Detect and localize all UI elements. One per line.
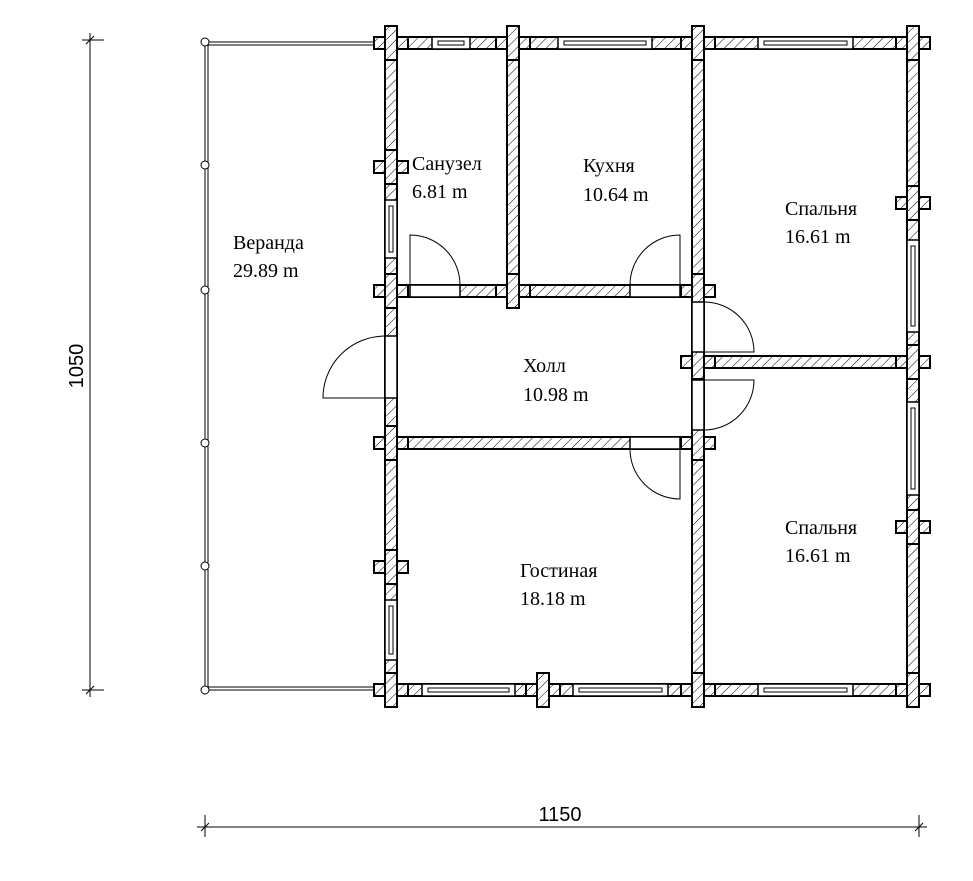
door-swing [629,234,681,286]
wall-joint-fill [908,522,918,532]
door-opening [629,436,681,450]
door-swing [322,335,386,399]
wall-joint-fill [908,357,918,367]
post-icon [200,438,210,448]
openings [384,36,920,697]
door-opening [384,335,398,399]
window-glass [427,687,510,693]
wall-joint-fill [908,685,918,695]
door-opening [691,301,705,353]
wall-joint-fill [386,685,396,695]
wall-joint-fill [386,162,396,172]
veranda-posts [200,37,210,695]
wall-joint-fill [538,685,548,695]
veranda-railing [204,41,385,691]
window-glass [388,605,394,655]
wall-joint-fill [508,286,518,296]
door-swing [629,448,681,500]
room-name-living: Гостиная [520,560,597,582]
post-icon [200,685,210,695]
post-icon [200,160,210,170]
room-area-kitchen: 10.64 m [583,184,649,206]
window-glass [763,687,848,693]
window-glass [763,40,848,46]
room-area-sanuzel: 6.81 m [412,181,468,203]
door-swing [703,379,755,431]
door-swing [409,234,461,286]
room-area-hall: 10.98 m [523,384,589,406]
window-glass [563,40,647,46]
dimension-horizontal [197,815,927,837]
window-glass [437,40,465,46]
dimension-width-label: 1150 [538,804,581,826]
post-icon [200,285,210,295]
room-name-veranda: Веранда [233,232,304,254]
wall-joints [373,25,931,708]
room-name-bedroom-2: Спальня [785,517,857,539]
wall-joint-fill [908,38,918,48]
wall-joint-fill [693,357,703,367]
wall-joint-fill [693,286,703,296]
window-glass [388,205,394,253]
room-name-kitchen: Кухня [583,155,635,177]
room-name-bedroom-1: Спальня [785,198,857,220]
wall [703,355,908,369]
wall-joint-fill [693,38,703,48]
room-area-bedroom-1: 16.61 m [785,226,851,248]
dimension-vertical [82,33,104,697]
post-icon [200,37,210,47]
dimension-height-label: 1050 [66,344,88,389]
window-glass [910,245,916,327]
wall-joint-fill [386,38,396,48]
room-name-hall: Холл [523,355,566,377]
room-area-veranda: 29.89 m [233,260,299,282]
walls [384,36,920,697]
room-area-bedroom-2: 16.61 m [785,545,851,567]
wall-joint-fill [693,685,703,695]
room-area-living: 18.18 m [520,588,586,610]
door-opening [409,284,461,298]
door-swings [322,234,755,500]
door-swing [703,301,755,353]
wall [506,48,520,292]
room-labels: Санузел 6.81 m Кухня 10.64 m Спальня 16.… [233,153,857,610]
wall-joint-fill [908,198,918,208]
door-opening [691,379,705,431]
door-opening [629,284,681,298]
post-icon [200,561,210,571]
window-glass [578,687,663,693]
wall-joint-fill [386,438,396,448]
room-name-sanuzel: Санузел [412,153,482,175]
window-glass [910,407,916,490]
wall-joint-fill [508,38,518,48]
wall-joint-fill [386,562,396,572]
wall-joint-fill [693,438,703,448]
wall-joint-fill [386,286,396,296]
